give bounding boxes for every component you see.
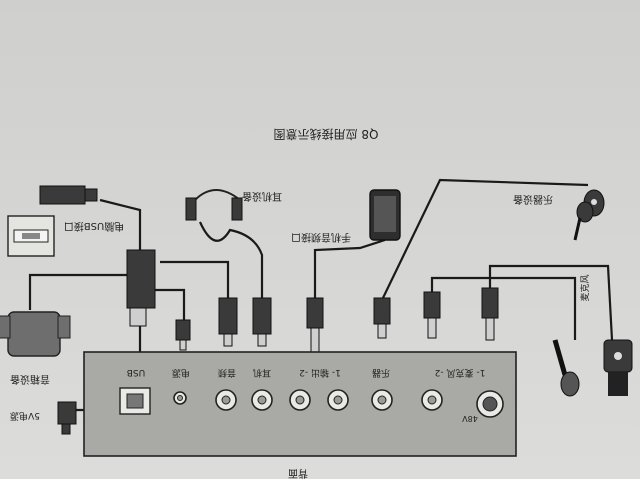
earphone-device [185, 189, 243, 221]
panel-caption: 背面 [288, 467, 308, 479]
cable-splitter [126, 249, 156, 327]
usb-cable-left [28, 273, 140, 310]
panel-label-instrument: 乐器 [372, 367, 390, 379]
plug-mic-1 [423, 291, 441, 339]
panel-label-aux: 音频 [218, 367, 236, 379]
microphone-2 [603, 339, 633, 396]
usb-b-port [119, 387, 151, 415]
output-jack-2-center [295, 395, 305, 405]
phone-device [369, 189, 401, 241]
usb-cable-right [150, 288, 186, 330]
usb-plug [39, 185, 98, 205]
earphone-jack-center [257, 395, 267, 405]
power-5v-label: 5V电源 [10, 410, 40, 422]
panel-label-48v: 48V [462, 414, 478, 423]
panel-label-power: 电源 [172, 367, 190, 379]
plug-mic-2 [481, 287, 499, 341]
plug-earphone [252, 297, 272, 347]
phone-interface-label: 手机音频接口 [291, 231, 351, 244]
panel-label-mic: 1- 麦克风 -2 [435, 367, 486, 379]
panel-label-output: 1- 输出 -2 [299, 367, 341, 379]
speaker-device-label: 音箱设备 [10, 373, 50, 386]
aux-cable [160, 260, 230, 300]
aux-jack-center [221, 395, 231, 405]
plug-instrument [373, 297, 391, 339]
microphone-1 [552, 339, 580, 397]
power-jack-pin [177, 395, 183, 401]
earphone-cable [198, 221, 264, 300]
xlr-combo-center [482, 396, 498, 412]
plug-phone [306, 297, 324, 353]
instrument-device-label: 乐器设备 [513, 193, 553, 206]
earphone-device-label: 耳机设备 [242, 190, 282, 203]
diagram-title: Q8 应用接线示意图 [274, 127, 379, 142]
computer-usb-label: 电脑USB接口 [64, 220, 125, 233]
instrument-jack-center [377, 395, 387, 405]
usb-port-box [7, 215, 55, 257]
plug-usb [175, 319, 191, 351]
phone-cable [313, 238, 386, 300]
output-jack-1-center [333, 395, 343, 405]
mic-cable-2 [488, 264, 614, 341]
usb-cable [99, 198, 142, 250]
power-5v-plug [57, 401, 77, 435]
instrument-cable [381, 178, 589, 301]
microphone-label: 麦克风 [579, 274, 591, 301]
mic-jack-2-center [427, 395, 437, 405]
panel-label-earphone: 耳机 [253, 367, 271, 379]
plug-aux [218, 297, 238, 347]
mic-cable-1 [430, 276, 577, 340]
panel-label-usb: USB [127, 367, 145, 377]
speaker-device [0, 311, 71, 357]
guitar-icon [573, 189, 605, 241]
